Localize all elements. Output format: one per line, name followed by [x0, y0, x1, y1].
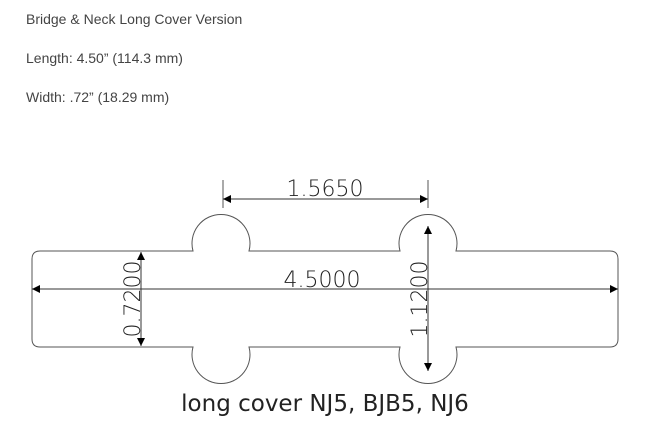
cover-outline	[31, 213, 619, 385]
lobe-dimension-label: 1.1200	[408, 261, 433, 338]
heading: Bridge & Neck Long Cover Version	[26, 11, 243, 27]
width-spec: Width: .72” (18.29 mm)	[26, 89, 170, 105]
length-dimension-label: 4.5000	[284, 268, 361, 293]
spacing-dimension-label: 1.5650	[287, 177, 364, 202]
width-dimension-label: 0.7200	[121, 261, 146, 338]
drawing-caption: long cover NJ5, BJB5, NJ6	[181, 391, 469, 417]
length-spec: Length: 4.50” (114.3 mm)	[26, 50, 183, 66]
